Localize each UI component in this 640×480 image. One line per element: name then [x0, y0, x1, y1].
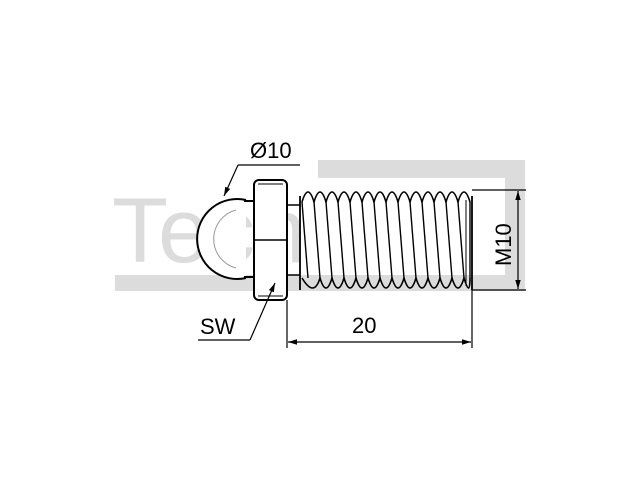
- thread-flank: [373, 201, 381, 279]
- thread-size-dimension: M10: [472, 189, 526, 291]
- thread-flanks: [301, 201, 471, 279]
- watermark-bar-top: [318, 160, 525, 178]
- watermark-bar-bottom: [115, 275, 525, 291]
- ball-diameter-dimension: Ø10: [223, 138, 300, 197]
- ball-diameter-label: Ø10: [250, 138, 292, 163]
- thread-length-dimension: 20: [286, 290, 473, 348]
- hex-collar: [253, 179, 300, 301]
- thread-flank: [385, 201, 393, 279]
- thread-profile-top: [301, 191, 471, 205]
- thread-flank: [445, 201, 453, 279]
- thread-flank: [409, 201, 417, 279]
- wrench-size-dimension: SW: [198, 282, 276, 341]
- thread-flank: [457, 201, 465, 279]
- ball-outline: [196, 198, 247, 280]
- thread-flank: [421, 201, 429, 279]
- thread-flank: [433, 201, 441, 279]
- thread-flank: [397, 201, 405, 279]
- thread-flank: [325, 201, 333, 279]
- thread-flank: [349, 201, 357, 279]
- thread-flank: [361, 201, 369, 279]
- wrench-size-leader: [249, 282, 276, 341]
- ball-head: [196, 198, 254, 280]
- thread-flank: [313, 201, 321, 279]
- thread-flank: [301, 201, 309, 279]
- ball-diameter-arrow: [223, 164, 239, 197]
- ball-highlight: [213, 209, 237, 269]
- thread-length-label: 20: [352, 313, 376, 338]
- thread-size-label: M10: [491, 223, 516, 266]
- threaded-shank: [299, 191, 473, 290]
- thread-flank: [337, 201, 345, 279]
- wrench-size-label: SW: [200, 314, 236, 339]
